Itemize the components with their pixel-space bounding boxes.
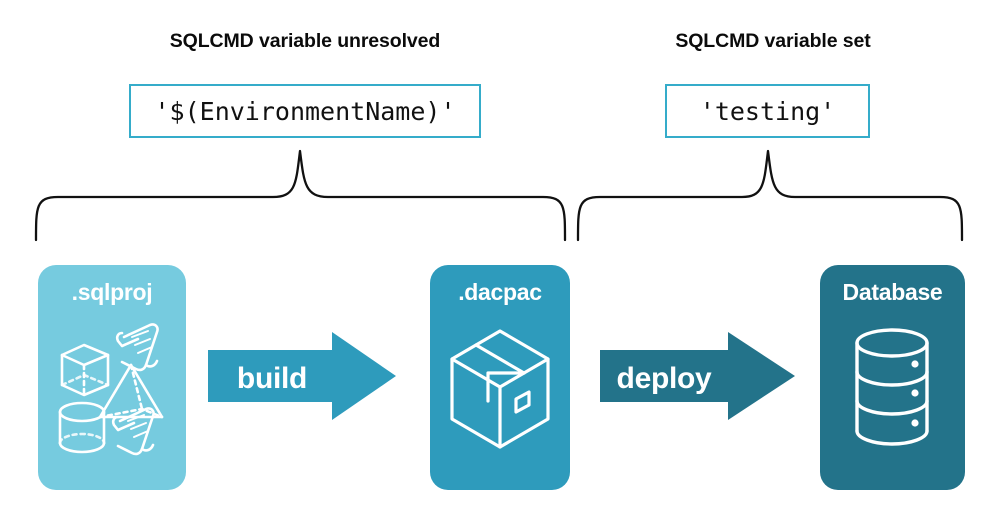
code-box-testing: 'testing' xyxy=(665,84,870,138)
stage-label-sqlproj: .sqlproj xyxy=(71,279,153,305)
arrow-build: build xyxy=(208,332,396,425)
scroll-icon xyxy=(111,407,155,456)
brace-right xyxy=(576,149,964,242)
brace-left xyxy=(34,149,567,242)
cube-icon xyxy=(60,343,110,397)
database-status-dots xyxy=(911,360,919,427)
code-box-environment-name: '$(EnvironmentName)' xyxy=(129,84,481,138)
stage-box-dacpac[interactable]: .dacpac xyxy=(430,265,570,490)
stage-box-sqlproj[interactable]: .sqlproj xyxy=(38,265,186,490)
heading-sqlcmd-variable-set: SQLCMD variable set xyxy=(675,30,871,52)
stage-box-database[interactable]: Database xyxy=(820,265,965,490)
scroll-icon xyxy=(115,323,159,372)
database-cylinder-icon xyxy=(855,328,929,446)
dacpac-artwork xyxy=(430,313,570,478)
arrow-deploy: deploy xyxy=(600,332,795,425)
package-box-icon xyxy=(450,329,550,449)
heading-sqlcmd-variable-unresolved: SQLCMD variable unresolved xyxy=(169,30,441,52)
cylinder-icon xyxy=(58,401,106,454)
stage-label-dacpac: .dacpac xyxy=(458,279,542,305)
deploy-arrow-shape xyxy=(600,332,795,420)
database-artwork xyxy=(820,313,965,478)
sqlproj-icon-group xyxy=(58,323,164,456)
build-arrow-shape xyxy=(208,332,396,420)
stage-label-database: Database xyxy=(842,279,943,305)
sqlproj-artwork xyxy=(38,313,186,468)
